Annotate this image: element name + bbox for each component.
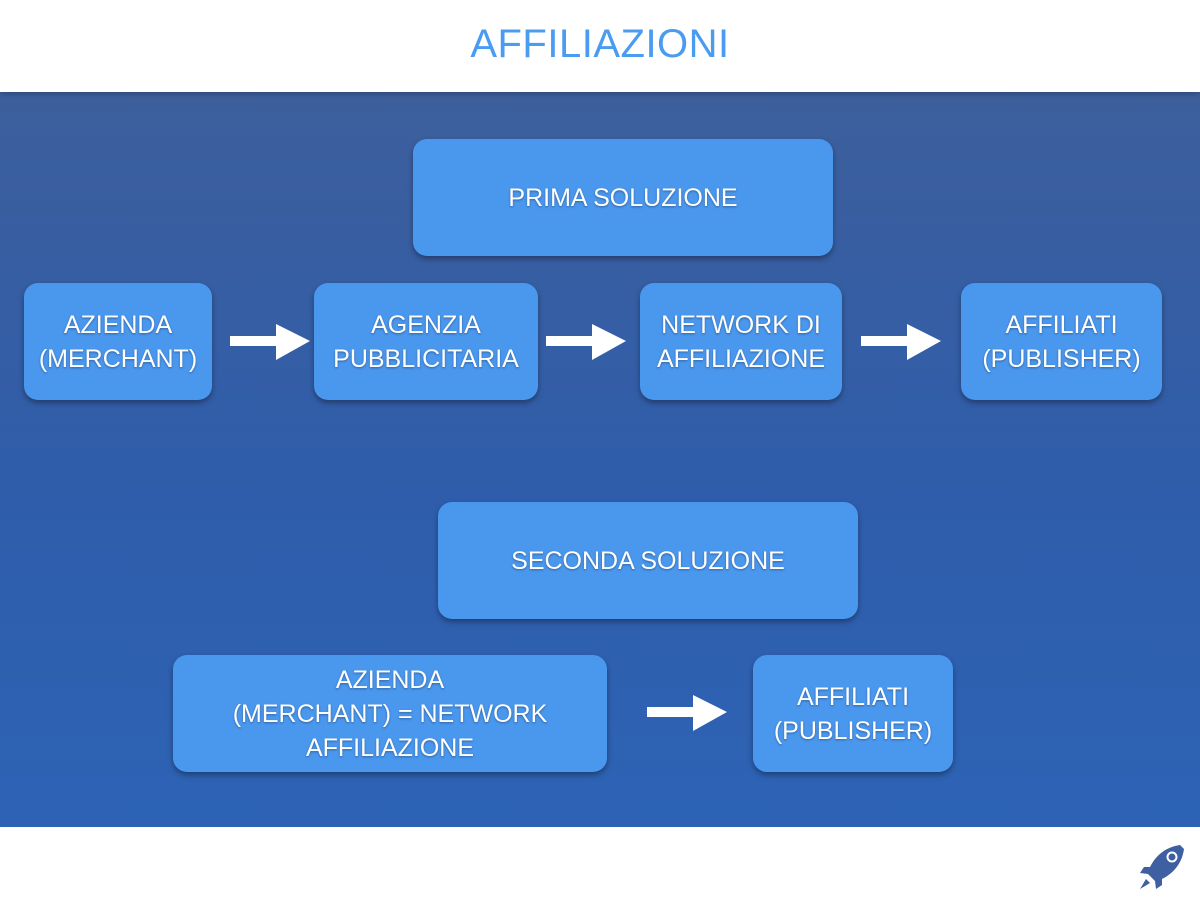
seconda-soluzione-label: SECONDA SOLUZIONE (438, 502, 858, 619)
arrow-right-icon (230, 324, 310, 360)
rocket-icon (1140, 845, 1184, 889)
node-affiliati-publisher: AFFILIATI (PUBLISHER) (961, 283, 1162, 400)
node-azienda-merchant: AZIENDA (MERCHANT) (24, 283, 212, 400)
diagram-stage: PRIMA SOLUZIONE AZIENDA (MERCHANT) AGENZ… (0, 92, 1200, 827)
node-affiliati-publisher-2: AFFILIATI (PUBLISHER) (753, 655, 953, 772)
node-azienda-network: AZIENDA (MERCHANT) = NETWORK AFFILIAZION… (173, 655, 607, 772)
arrow-right-icon (647, 695, 727, 731)
prima-soluzione-label: PRIMA SOLUZIONE (413, 139, 833, 256)
page-title: AFFILIAZIONI (470, 22, 730, 66)
node-agenzia-pubblicitaria: AGENZIA PUBBLICITARIA (314, 283, 538, 400)
header: AFFILIAZIONI (0, 0, 1200, 92)
arrow-right-icon (546, 324, 626, 360)
arrow-right-icon (861, 324, 941, 360)
node-network-affiliazione: NETWORK DI AFFILIAZIONE (640, 283, 842, 400)
